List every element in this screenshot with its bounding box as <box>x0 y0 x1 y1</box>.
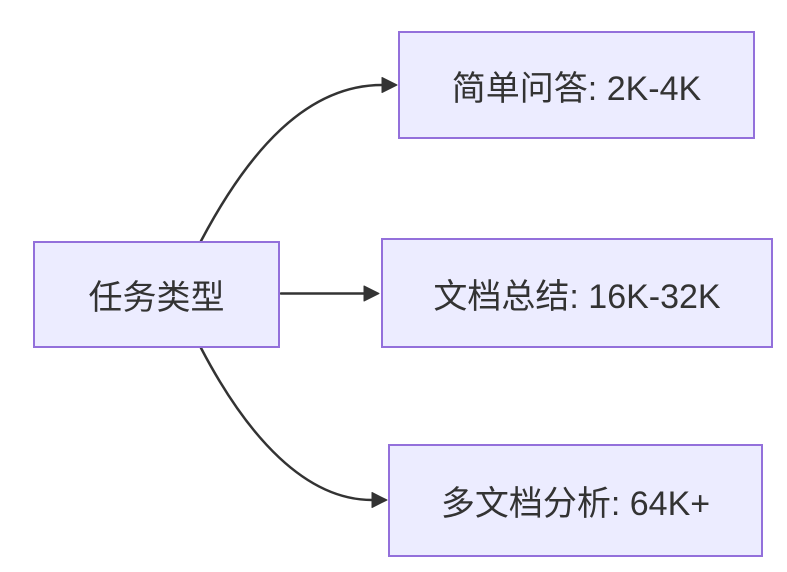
node-multi-doc: 多文档分析: 64K+ <box>388 444 763 557</box>
node-multi-doc-label: 多文档分析: 64K+ <box>440 485 711 523</box>
node-simple-qa: 简单问答: 2K-4K <box>398 31 755 139</box>
node-task-type-label: 任务类型 <box>88 279 225 317</box>
arrowhead-multi-doc-icon <box>371 492 388 508</box>
node-doc-summary-label: 文档总结: 16K-32K <box>433 277 721 316</box>
arrowhead-simple-qa-icon <box>381 77 398 93</box>
node-task-type: 任务类型 <box>33 241 280 348</box>
node-doc-summary: 文档总结: 16K-32K <box>381 238 773 348</box>
node-simple-qa-label: 简单问答: 2K-4K <box>451 69 702 108</box>
edge-task-type-to-simple-qa <box>199 83 384 243</box>
edge-task-type-to-multi-doc <box>199 346 374 502</box>
arrowhead-doc-summary-icon <box>363 285 380 302</box>
